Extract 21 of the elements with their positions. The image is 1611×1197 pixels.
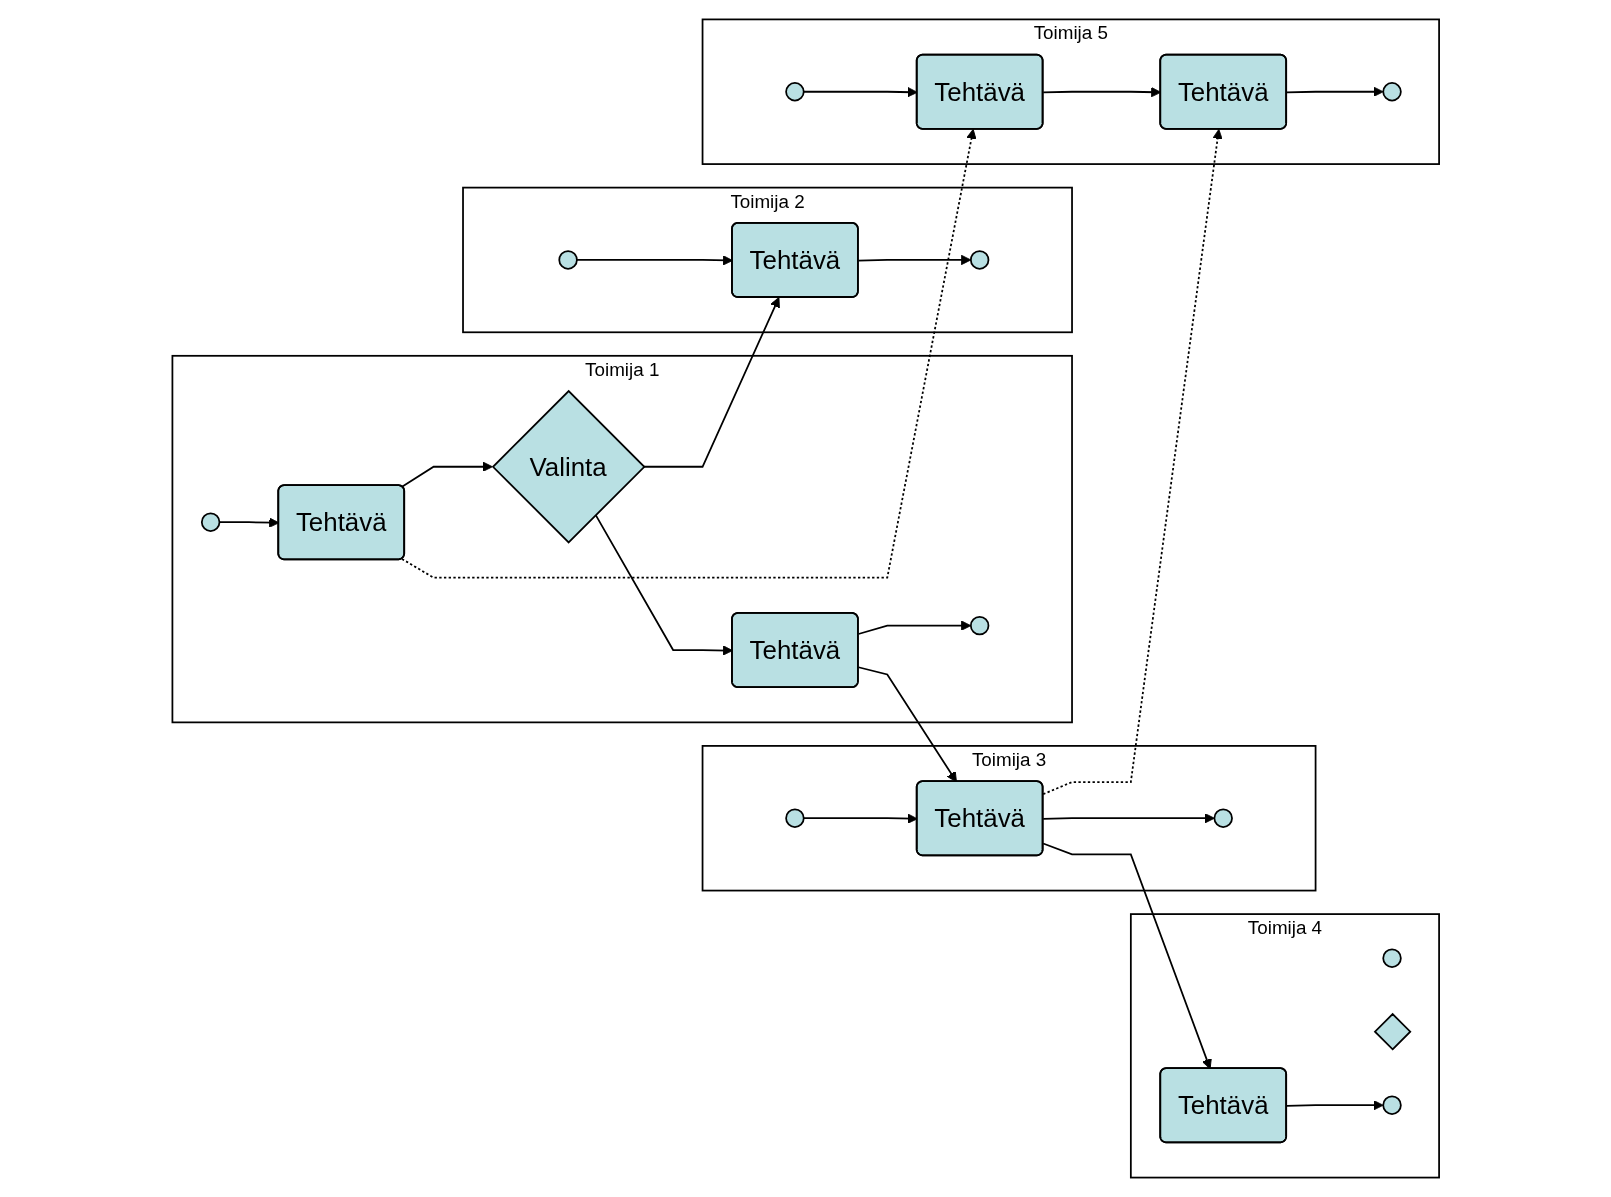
node-circle [969,250,990,270]
arrow [400,128,977,579]
node-circle [558,250,578,270]
arrow [1285,1100,1384,1111]
arrow [642,297,780,468]
arrow [857,666,957,783]
arrow [1042,842,1212,1070]
node-circle [784,82,805,102]
arrow [1285,86,1384,97]
arrow [1042,813,1215,824]
node-diamond [1373,1012,1412,1051]
arrow [400,461,493,488]
node-circle [1213,808,1233,828]
node-circle [1382,82,1402,102]
node-circle [784,808,805,828]
node-circle [969,615,990,636]
node-circle [1382,948,1402,968]
node-circle [1382,1095,1402,1115]
node-circle [200,512,221,532]
arrow [1042,128,1223,796]
node-diamond: Valinta [491,389,646,544]
